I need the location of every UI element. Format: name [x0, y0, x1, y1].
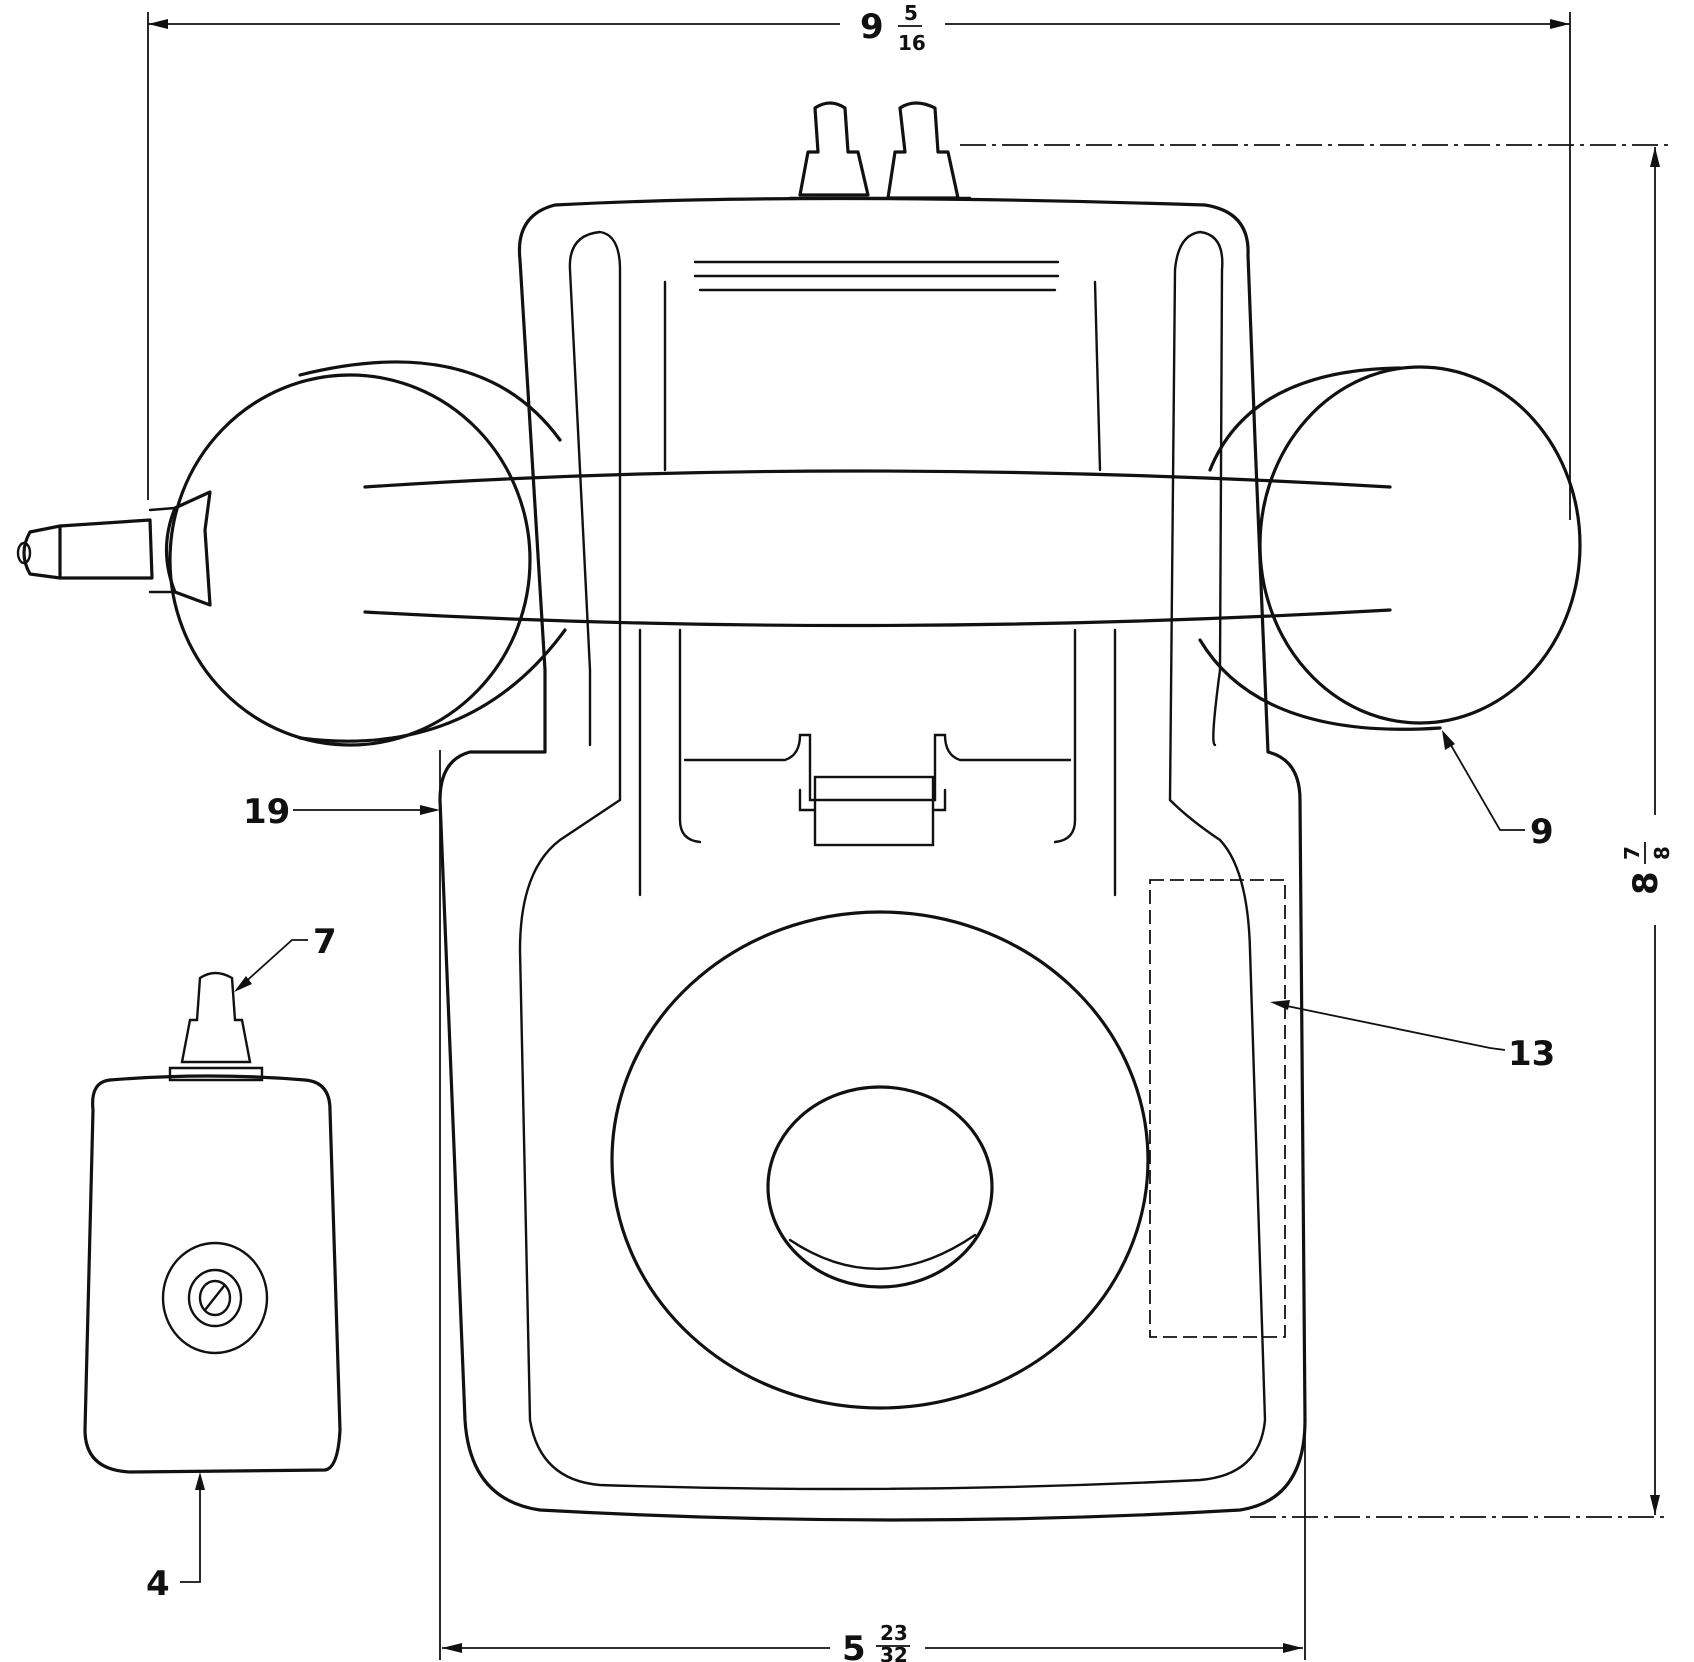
width-numerator: 5: [904, 1, 918, 25]
callout-4-label: 4: [146, 1564, 170, 1604]
width-denominator: 16: [898, 31, 926, 55]
base-denominator: 32: [880, 1643, 908, 1662]
callout-9-label: 9: [1530, 812, 1554, 852]
callout-4: 4: [146, 1472, 205, 1604]
callout-9: 9: [1442, 730, 1554, 852]
cord-glands: [788, 101, 972, 200]
callout-7: 7: [234, 922, 337, 992]
height-numerator: 7: [1620, 846, 1644, 860]
callout-13-label: 13: [1508, 1034, 1555, 1074]
dial: [610, 910, 1150, 1410]
hidden-part-outline: [1149, 879, 1286, 1338]
height-dimension-label: 8 7 8: [1620, 842, 1674, 895]
callout-7-label: 7: [313, 922, 337, 962]
callout-13: 13: [1270, 1000, 1555, 1074]
height-whole: 8: [1626, 871, 1666, 895]
plug-unit: [83, 971, 342, 1474]
callout-19-label: 19: [243, 792, 290, 832]
height-denominator: 8: [1650, 846, 1674, 860]
width-dimension-label: 9 5 16: [860, 1, 926, 55]
telephone-body: [438, 196, 1307, 1522]
base-whole: 5: [842, 1629, 866, 1662]
base-numerator: 23: [880, 1621, 908, 1645]
base-dimension-label: 5 23 32: [842, 1621, 910, 1662]
callout-19: 19: [243, 792, 440, 832]
handset: [16, 360, 1582, 747]
dimension-lines: [147, 12, 1670, 1660]
width-whole: 9: [860, 7, 884, 47]
